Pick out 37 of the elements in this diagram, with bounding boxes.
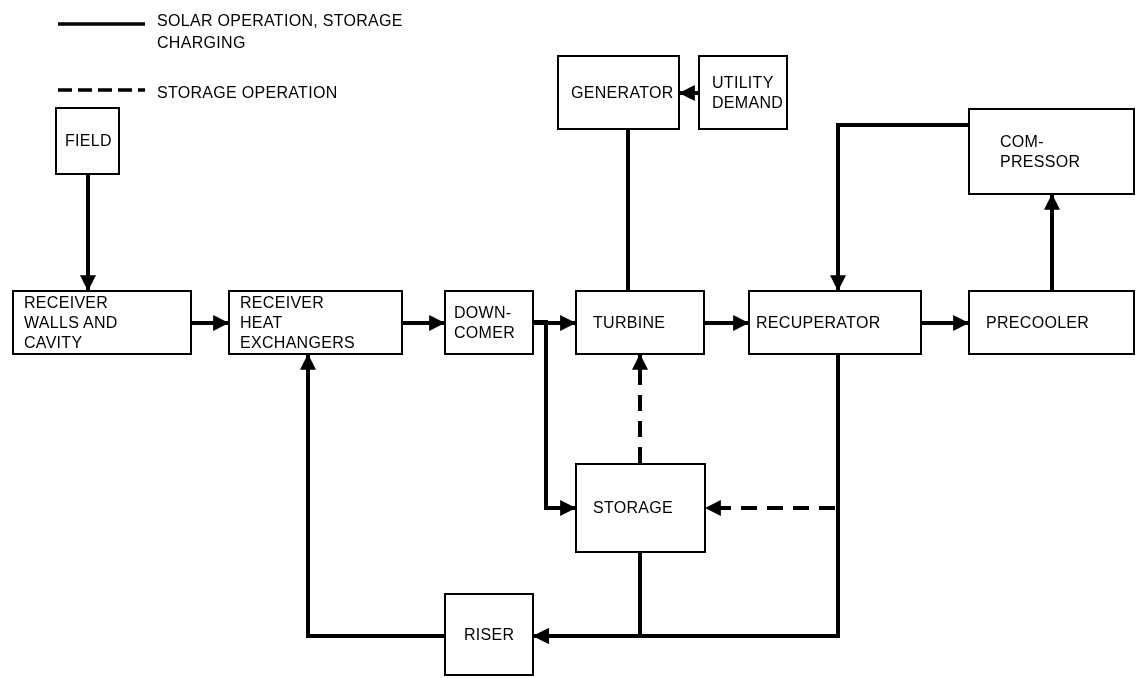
- box-label: COM- PRESSOR: [1000, 131, 1082, 172]
- process-box: [968, 290, 1135, 355]
- process-box: [444, 593, 534, 676]
- process-box: [698, 55, 788, 130]
- box-label: TURBINE: [593, 312, 667, 333]
- arrow: [922, 315, 970, 331]
- arrow: [192, 315, 230, 331]
- process-box: [575, 463, 706, 553]
- arrow: [534, 315, 577, 331]
- box-label: UTILITY DEMAND: [712, 72, 785, 113]
- arrow: [403, 315, 446, 331]
- process-box: [575, 290, 705, 355]
- process-box: [12, 290, 192, 355]
- box-label: PRECOOLER: [986, 312, 1091, 333]
- arrow: [80, 175, 96, 292]
- box-label: DOWN- COMER: [454, 302, 517, 343]
- process-box: [748, 290, 922, 355]
- process-box: [444, 290, 534, 355]
- box-label: GENERATOR: [571, 82, 675, 103]
- process-box: [968, 108, 1135, 195]
- arrow: [534, 320, 577, 516]
- box-label: FIELD: [65, 131, 113, 151]
- process-box: [55, 107, 120, 175]
- legend-label: SOLAR OPERATION, STORAGE CHARGING: [157, 11, 404, 53]
- legend-label: STORAGE OPERATION: [157, 83, 339, 103]
- connector-line: [626, 130, 630, 290]
- box-label: RISER: [464, 624, 516, 645]
- arrow: [830, 123, 968, 292]
- arrow: [300, 353, 444, 638]
- process-box: [557, 55, 680, 130]
- arrow: [705, 315, 750, 331]
- process-box: [228, 290, 403, 355]
- box-label: STORAGE: [593, 498, 675, 518]
- box-label: RECEIVER WALLS AND CAVITY: [24, 292, 119, 353]
- box-label: RECUPERATOR: [756, 312, 882, 333]
- dashed-arrow: [632, 353, 648, 463]
- arrow: [1044, 193, 1060, 290]
